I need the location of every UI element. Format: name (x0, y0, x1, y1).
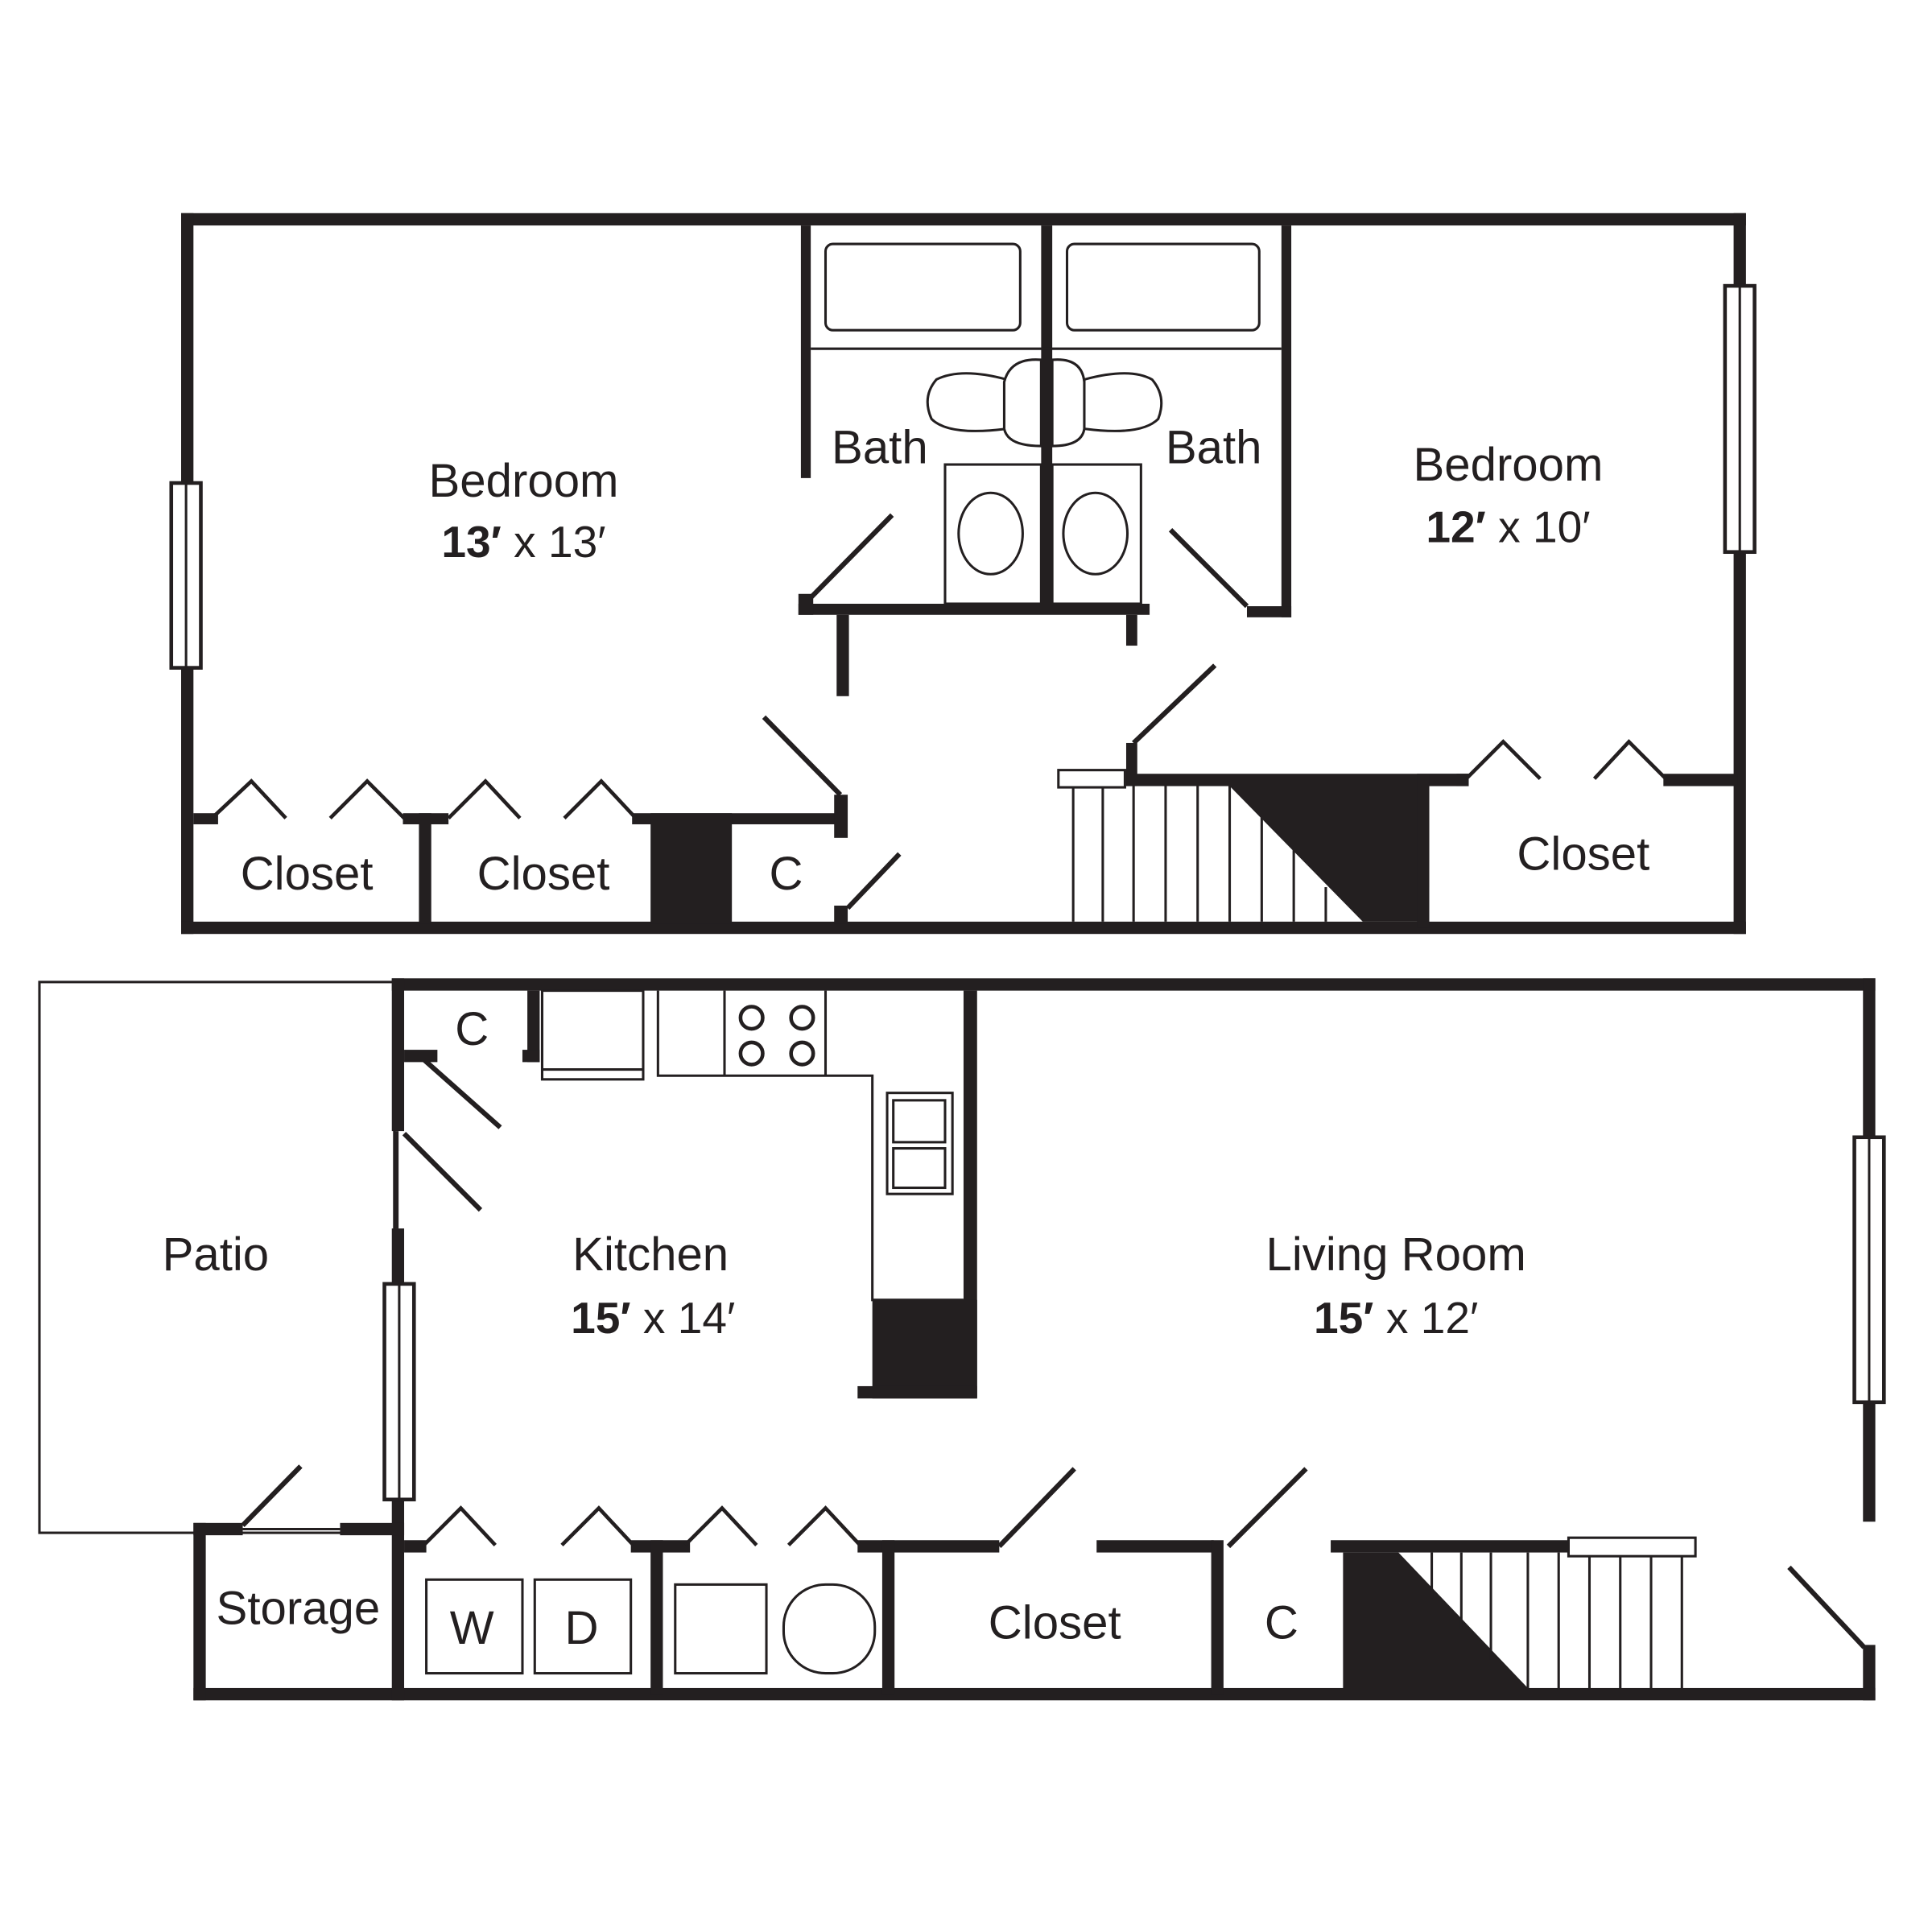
door[interactable] (762, 715, 843, 797)
room-dimensions-bedroom-2: 12′ x 10′ (1426, 502, 1590, 551)
room-dimensions-kitchen: 15′ x 14′ (571, 1293, 735, 1343)
closet-door[interactable] (683, 1505, 758, 1547)
room-label-closet-3: Closet (1517, 828, 1649, 881)
dryer-label: D (564, 1602, 598, 1654)
room-label-closet-2: Closet (477, 848, 610, 900)
door[interactable] (1132, 663, 1217, 745)
entry-door[interactable] (1787, 1565, 1867, 1649)
room-label-bedroom-2: Bedroom (1413, 439, 1603, 491)
room-label-kitchen: Kitchen (572, 1228, 729, 1281)
room-dimensions-living-room: 15′ x 12′ (1314, 1293, 1478, 1343)
closet-door[interactable] (786, 1505, 862, 1547)
stove (738, 1005, 815, 1067)
washer-label: W (450, 1602, 494, 1654)
door[interactable] (241, 1464, 303, 1528)
room-label-storage: Storage (217, 1582, 381, 1634)
door[interactable] (1226, 1467, 1308, 1549)
toilet (926, 372, 1009, 432)
closet-door[interactable] (422, 1505, 497, 1547)
sink (1062, 491, 1129, 576)
dryer (533, 1578, 633, 1675)
bathtub (1065, 242, 1261, 332)
water-heater (674, 1583, 768, 1675)
room-label-bath-2: Bath (1166, 422, 1262, 474)
closet-door[interactable] (560, 1505, 635, 1547)
patio-door[interactable] (402, 1131, 483, 1212)
toilet (1083, 372, 1163, 432)
room-label-closet-c2: C (1265, 1597, 1298, 1649)
closet-door[interactable] (1464, 739, 1542, 780)
sink (957, 491, 1024, 576)
door[interactable] (997, 1467, 1076, 1549)
kitchen-sink (886, 1092, 954, 1195)
staircase (1343, 1552, 1683, 1688)
bathtub (824, 242, 1022, 332)
room-label-living-room: Living Room (1266, 1228, 1526, 1281)
closet-door[interactable] (563, 778, 638, 819)
room-label-bath-1: Bath (832, 422, 928, 474)
closet-door[interactable] (447, 778, 522, 819)
room-label-closet: Closet (989, 1597, 1121, 1649)
room-dimensions-bedroom-1: 13′ x 13′ (441, 517, 605, 567)
stair-landing (1057, 769, 1126, 789)
room-label-closet-c1: C (455, 1003, 489, 1055)
lower-floor: Patio Kitchen 15′ x 14′ Living Room 15′ … (38, 978, 1886, 1701)
door[interactable] (1168, 527, 1249, 609)
room-label-closet-1: Closet (241, 848, 374, 900)
door[interactable] (808, 513, 894, 600)
washer (425, 1578, 524, 1675)
furnace (782, 1583, 877, 1675)
room-label-patio: Patio (163, 1228, 270, 1281)
staircase (1071, 786, 1430, 922)
closet-door[interactable] (328, 778, 406, 819)
refrigerator (540, 989, 645, 1081)
room-label-closet-c: C (770, 848, 803, 900)
closet-door[interactable] (210, 778, 287, 820)
upper-floor: Bedroom 13′ x 13′ Bedroom 12′ x 10′ Bath… (169, 213, 1757, 935)
room-label-bedroom-1: Bedroom (429, 455, 619, 507)
closet-door[interactable] (1592, 739, 1668, 780)
stair-landing (1567, 1536, 1697, 1558)
door[interactable] (422, 1058, 502, 1129)
door[interactable] (845, 852, 902, 910)
